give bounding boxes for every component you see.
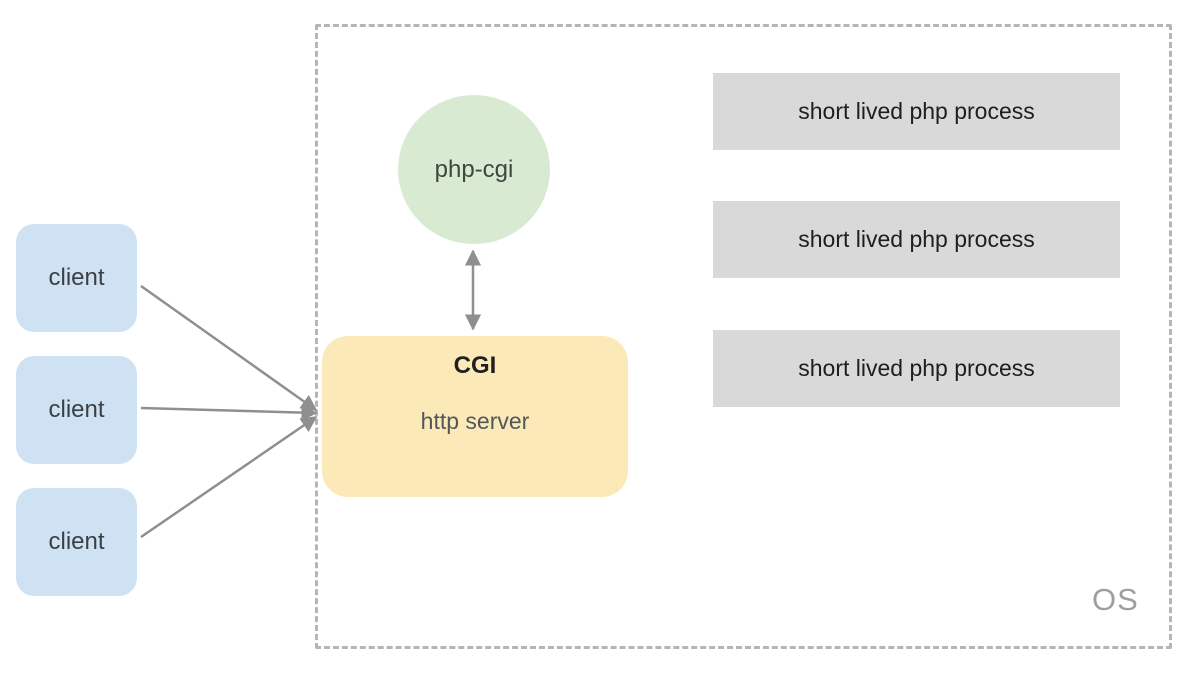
php-process-node-3-label: short lived php process: [798, 355, 1035, 381]
client-node-1-label: client: [48, 264, 105, 291]
client-node-2-label: client: [48, 396, 105, 423]
client2-to-server-arrow: [140, 404, 318, 421]
os-label: OS: [1092, 582, 1139, 617]
php-process-node-1: short lived php process: [713, 73, 1120, 150]
http-server-title: CGI: [453, 352, 497, 379]
client3-to-server-arrow: [140, 415, 318, 539]
php-process-node-3: short lived php process: [713, 330, 1120, 407]
client-node-3-label: client: [48, 528, 105, 555]
php-cgi-node: php-cgi: [398, 95, 550, 244]
php-cgi-node-label: php-cgi: [434, 155, 514, 183]
client-node-3: client: [16, 488, 137, 596]
client1-to-server-arrow: [140, 284, 318, 412]
php-process-node-2: short lived php process: [713, 201, 1120, 278]
http-server-subtitle: http server: [420, 408, 530, 434]
http-server-node: CGI http server: [322, 336, 628, 497]
client-node-2: client: [16, 356, 137, 464]
php-process-node-1-label: short lived php process: [798, 98, 1035, 124]
php-process-node-2-label: short lived php process: [798, 226, 1035, 252]
client-node-1: client: [16, 224, 137, 332]
